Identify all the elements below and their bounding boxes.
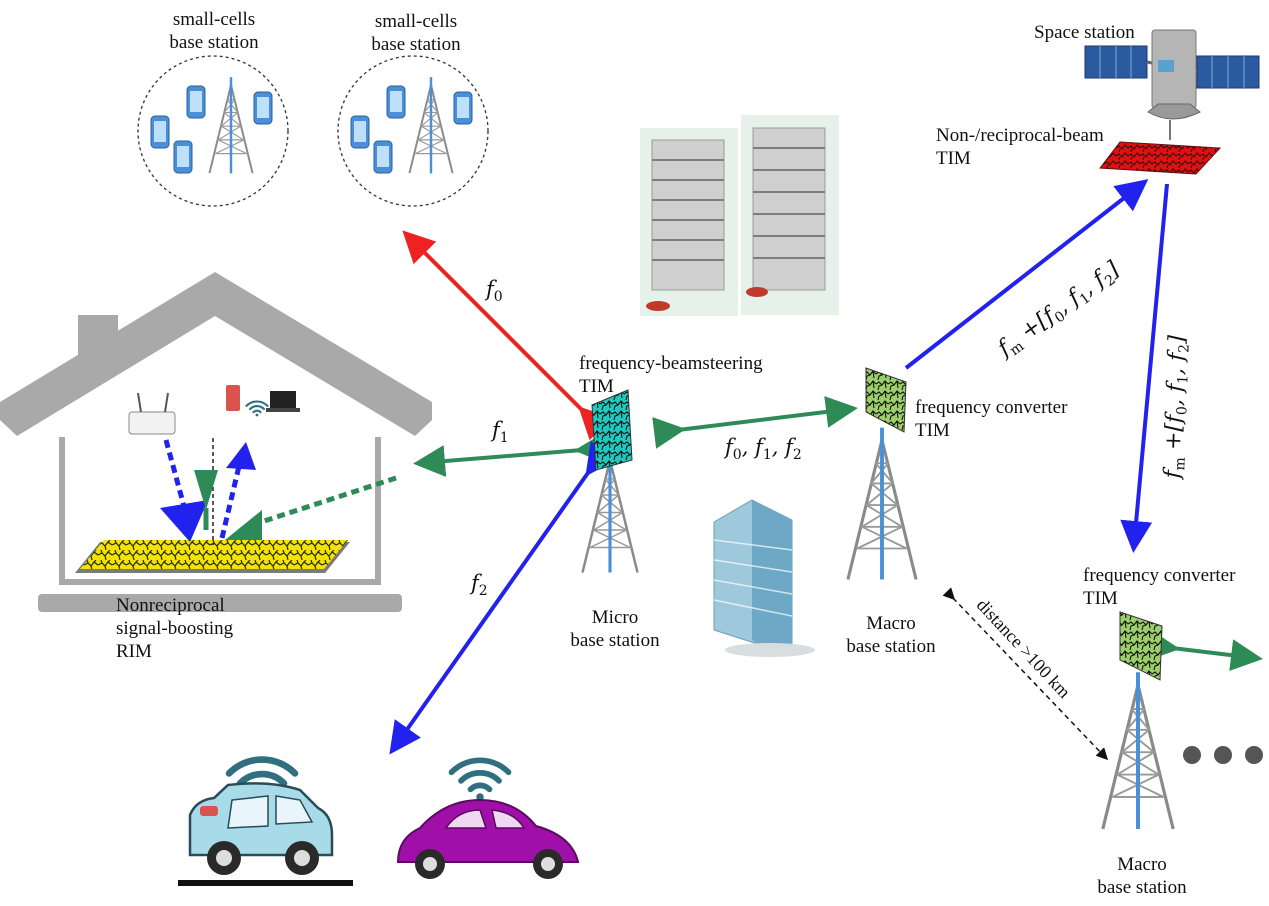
f1-label: f1 <box>492 418 509 447</box>
f2-label: f2 <box>471 571 488 600</box>
tower-icon <box>580 448 640 575</box>
phone-icon <box>173 140 193 174</box>
converter-tim-surface <box>1119 611 1163 681</box>
car-purple <box>396 760 580 879</box>
phone-icon <box>150 115 170 149</box>
small-cell-1 <box>137 55 289 207</box>
micro-base-station <box>580 389 640 575</box>
distance-arrow <box>942 587 1109 761</box>
phone-icon <box>386 85 406 119</box>
car-blue <box>178 760 353 886</box>
macro-base-station-1 <box>845 367 919 582</box>
f0-f1-f2-label: f0, f1, f2 <box>725 435 802 464</box>
phone-icon <box>186 85 206 119</box>
phone-icon <box>373 140 393 174</box>
link-downlink <box>1120 183 1169 553</box>
tower-icon <box>408 75 454 175</box>
link-right <box>1146 629 1263 672</box>
router-icon <box>128 411 176 435</box>
phone-icon <box>350 115 370 149</box>
beamsteering-tim-surface <box>591 389 633 471</box>
wifi-icon <box>452 760 509 800</box>
tower-icon <box>1103 672 1173 829</box>
phone-icon <box>253 91 273 125</box>
smartphone-icon <box>226 385 240 411</box>
macro-base-station-2 <box>1103 611 1173 829</box>
link-micro-macro <box>652 396 858 449</box>
link-uplink <box>904 179 1149 370</box>
apartment-buildings <box>640 115 839 316</box>
tower-icon <box>845 425 919 582</box>
converter-tim-surface <box>865 367 907 433</box>
space-station-label: Space station <box>1034 22 1135 43</box>
small-cell-2 <box>337 55 489 207</box>
downlink-frequency-label: fm +[f0, f1, f2] <box>1160 334 1193 479</box>
link-f2 <box>389 441 617 755</box>
tower-icon <box>208 75 254 175</box>
link-f1 <box>413 432 608 478</box>
space-tim-surface <box>1099 141 1222 175</box>
wifi-small-icon <box>245 400 269 418</box>
satellite-icon <box>1084 29 1260 140</box>
house <box>0 272 432 612</box>
f0-label: f0 <box>486 277 503 306</box>
link-f0 <box>402 230 613 441</box>
phone-icon <box>453 91 473 125</box>
laptop-icon <box>270 391 296 408</box>
ellipsis-dots <box>1183 746 1263 764</box>
office-building <box>713 499 815 657</box>
